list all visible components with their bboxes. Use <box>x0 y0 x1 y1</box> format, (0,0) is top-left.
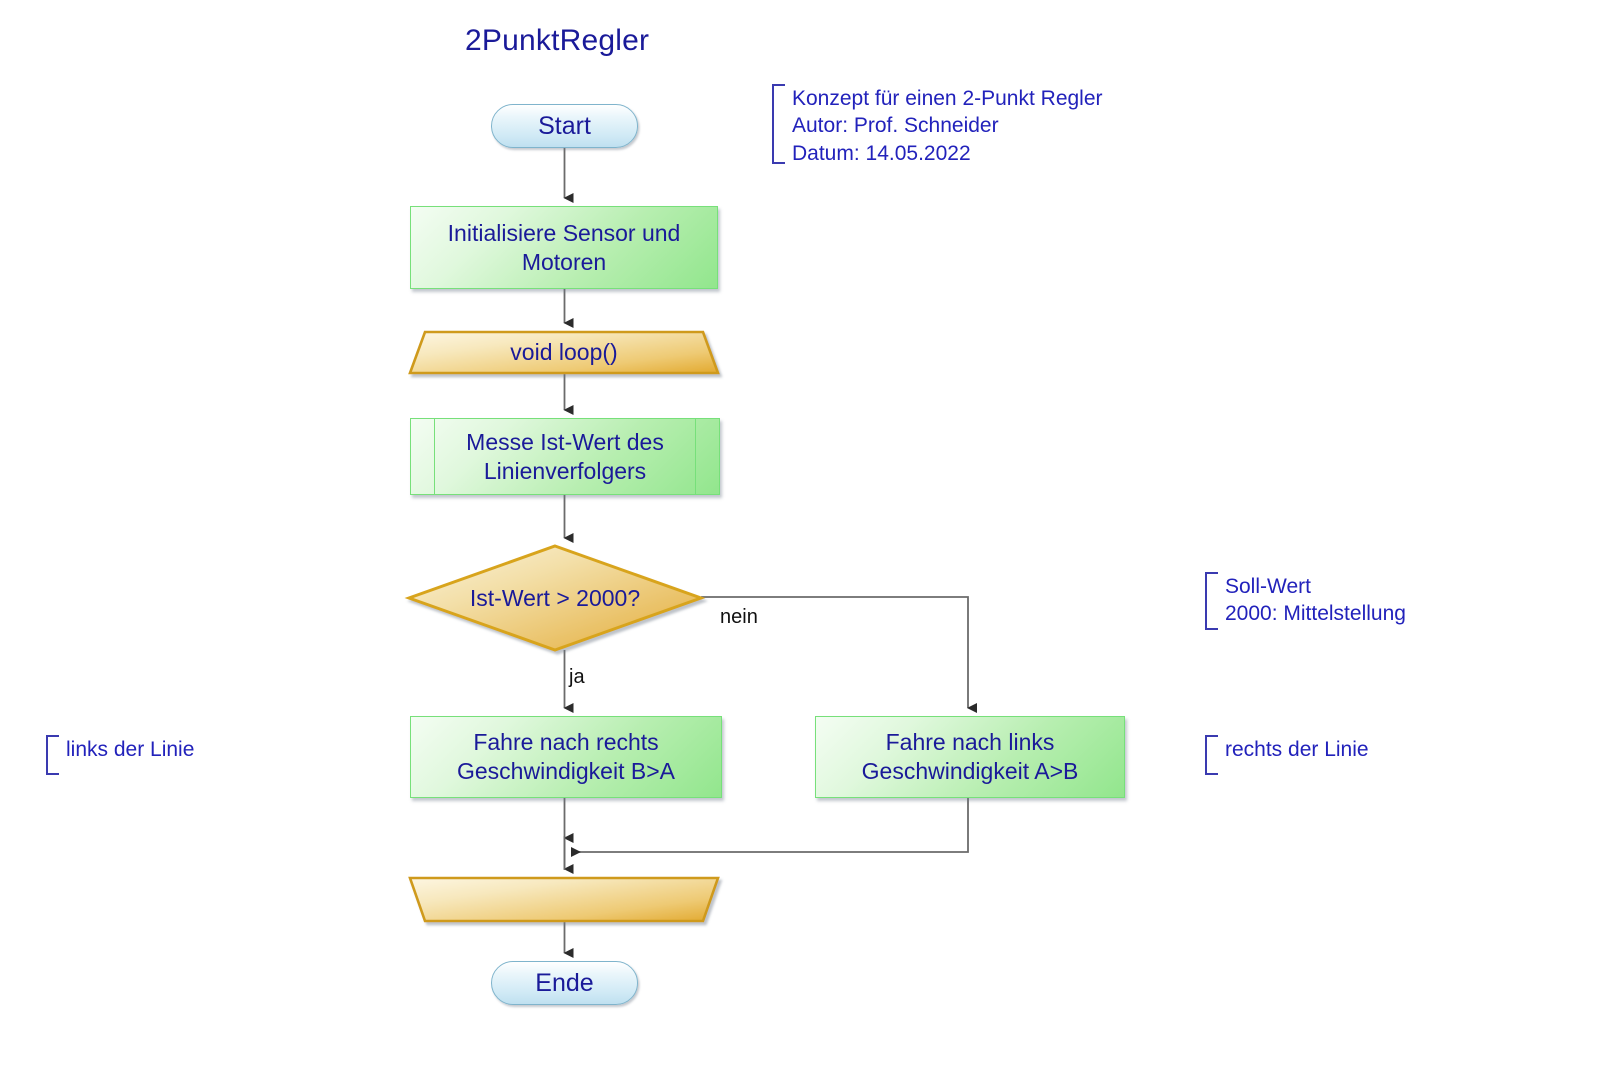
node-loop-start-label: void loop() <box>510 338 618 365</box>
connector-decision-no <box>701 596 977 713</box>
annotation-right-of-line: rechts der Linie <box>1205 735 1369 775</box>
bracket-icon <box>46 735 59 775</box>
annotation-header-text: Konzept für einen 2-Punkt Regler Autor: … <box>792 87 1103 165</box>
node-start[interactable]: Start <box>491 104 638 148</box>
node-initialisiere[interactable]: Initialisiere Sensor und Motoren <box>410 206 718 289</box>
node-fahre-nach-links[interactable]: Fahre nach links Geschwindigkeit A>B <box>815 716 1125 798</box>
node-loop-end[interactable] <box>409 877 719 921</box>
annotation-setpoint-text: Soll-Wert 2000: Mittelstellung <box>1225 575 1406 626</box>
node-fahre-nach-rechts-label: Fahre nach rechts Geschwindigkeit B>A <box>457 729 675 784</box>
annotation-setpoint: Soll-Wert 2000: Mittelstellung <box>1205 572 1406 630</box>
node-loop-start[interactable]: void loop() <box>409 331 719 373</box>
shape-decision <box>404 544 706 652</box>
node-ende[interactable]: Ende <box>491 961 638 1005</box>
node-initialisiere-label: Initialisiere Sensor und Motoren <box>447 219 681 275</box>
page-title: 2PunktRegler <box>465 24 650 57</box>
annotation-header: Konzept für einen 2-Punkt Regler Autor: … <box>772 84 1103 165</box>
connector-left-to-merge <box>571 798 969 857</box>
shape-loop-start <box>408 330 720 375</box>
subroutine-bar-right-icon <box>694 419 696 494</box>
bracket-icon <box>1205 735 1218 775</box>
node-ende-label: Ende <box>535 968 594 997</box>
node-decision-label: Ist-Wert > 2000? <box>469 584 641 611</box>
bracket-icon <box>772 84 785 164</box>
node-start-label: Start <box>538 111 591 140</box>
node-decision-ist-wert[interactable]: Ist-Wert > 2000? <box>409 546 701 650</box>
shape-loop-end <box>408 876 720 923</box>
annotation-left-of-line-text: links der Linie <box>66 738 195 761</box>
annotation-right-of-line-text: rechts der Linie <box>1225 738 1369 761</box>
node-fahre-nach-links-label: Fahre nach links Geschwindigkeit A>B <box>861 729 1079 784</box>
subroutine-bar-left-icon <box>434 419 436 494</box>
node-fahre-nach-rechts[interactable]: Fahre nach rechts Geschwindigkeit B>A <box>410 716 722 798</box>
edge-label-nein: nein <box>720 606 758 628</box>
node-messe-ist-wert[interactable]: Messe Ist-Wert des Linienverfolgers <box>410 418 720 495</box>
annotation-left-of-line: links der Linie <box>46 735 194 775</box>
node-messe-ist-wert-label: Messe Ist-Wert des Linienverfolgers <box>466 428 664 484</box>
edge-label-ja: ja <box>569 666 585 688</box>
bracket-icon <box>1205 572 1218 630</box>
